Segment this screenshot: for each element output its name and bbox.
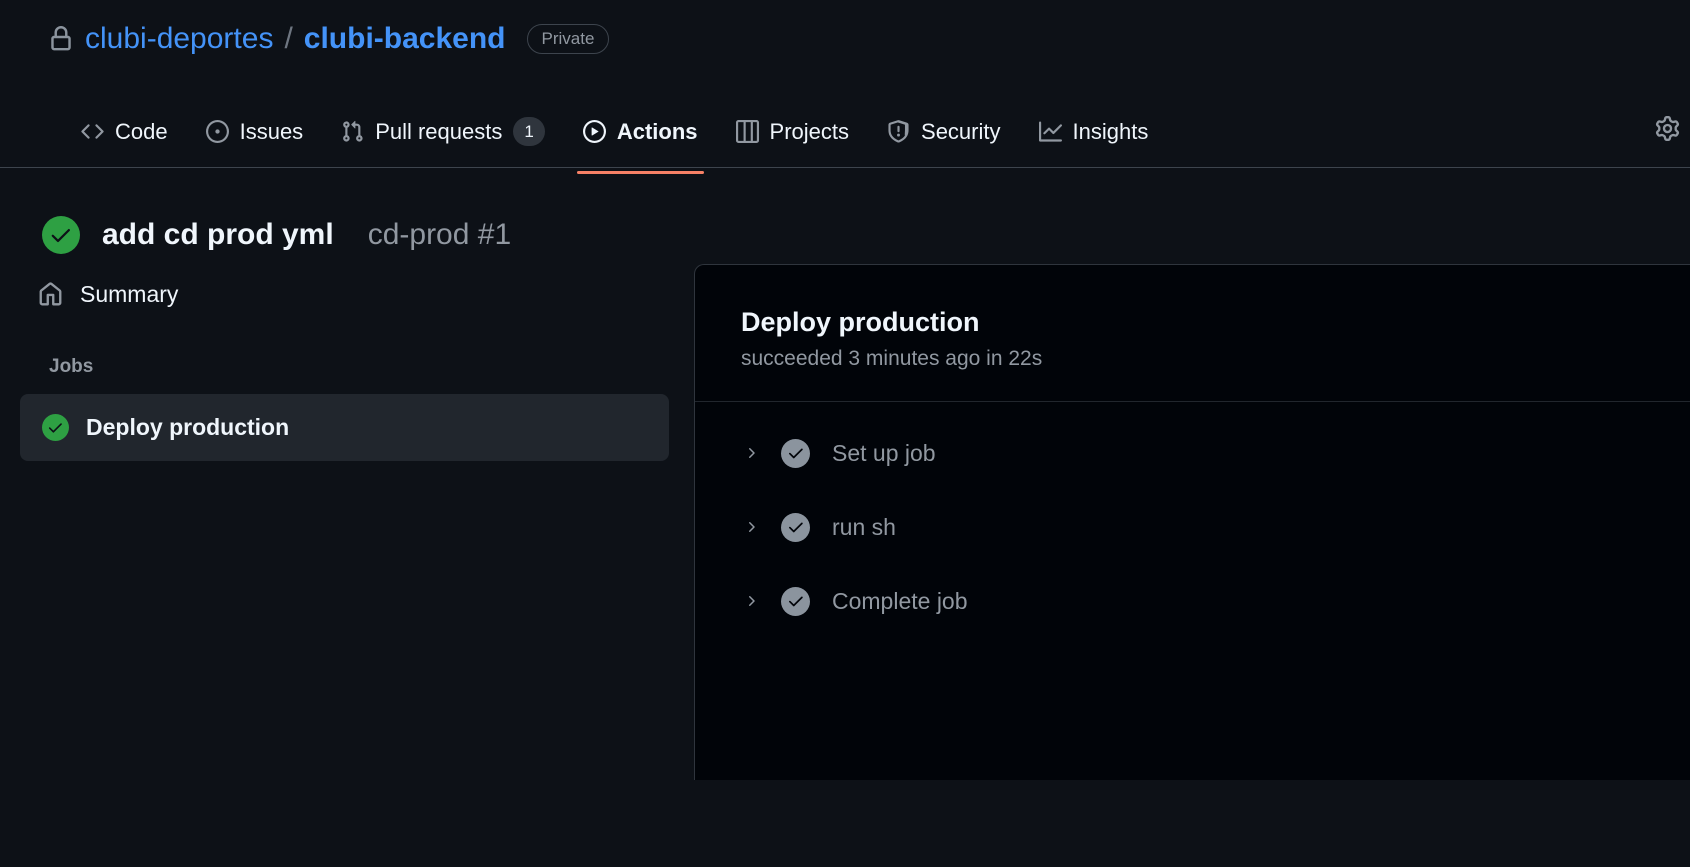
job-label: Deploy production [86,414,290,440]
chevron-right-icon [743,518,759,536]
step-label: Complete job [832,587,968,614]
check-circle-fill-icon [42,216,80,254]
step-row[interactable]: Complete job [695,564,1690,638]
repo-header: clubi-deportes / clubi-backend Private [0,0,1690,90]
job-status-text: succeeded 3 minutes ago in 22s [741,347,1043,371]
check-circle-fill-icon [42,414,69,441]
run-header: add cd prod yml cd-prod #1 [0,168,1690,264]
jobs-heading: Jobs [49,356,94,377]
tab-code-label: Code [115,118,168,144]
check-circle-fill-icon [781,438,810,468]
step-row[interactable]: run sh [695,490,1690,564]
check-circle-fill-icon [781,512,810,542]
tab-code[interactable]: Code [62,103,187,161]
job-detail-panel: Deploy production succeeded 3 minutes ag… [694,264,1690,780]
code-icon [81,120,104,143]
tab-issues[interactable]: Issues [187,103,323,161]
step-label: run sh [832,513,896,540]
shield-icon [887,120,910,143]
job-title: Deploy production [741,307,980,337]
tab-actions[interactable]: Actions [564,103,717,174]
git-pull-request-icon [341,120,364,143]
tab-projects-label: Projects [769,118,850,144]
sidebar-item-summary[interactable]: Summary [20,266,694,322]
home-icon [38,281,63,307]
tab-issues-label: Issues [239,118,304,144]
run-layout: Summary Jobs Deploy production Deploy pr… [0,264,1690,780]
graph-icon [1038,120,1062,143]
visibility-badge: Private [526,24,610,54]
tab-actions-label: Actions [616,118,698,144]
step-row[interactable]: Set up job [695,416,1690,490]
tab-projects[interactable]: Projects [717,103,868,161]
panel-divider [695,401,1690,403]
tab-insights[interactable]: Insights [1020,103,1168,161]
page-title: add cd prod yml [102,218,334,251]
job-detail-header: Deploy production succeeded 3 minutes ag… [695,265,1690,401]
job-steps-list: Set up job run sh [695,402,1690,638]
step-label: Set up job [832,439,936,466]
pull-requests-counter: 1 [513,117,545,146]
breadcrumb: clubi-deportes / clubi-backend Private [48,24,1690,54]
tab-insights-label: Insights [1072,118,1149,144]
run-sidebar: Summary Jobs Deploy production [20,264,694,780]
repo-owner-link[interactable]: clubi-deportes [85,22,274,55]
gear-icon [1655,116,1680,146]
chevron-right-icon [743,592,759,610]
lock-icon [48,26,74,52]
tab-security[interactable]: Security [868,103,1019,161]
repo-name-link[interactable]: clubi-backend [303,22,506,55]
breadcrumb-separator: / [284,22,293,55]
sidebar-item-summary-label: Summary [80,280,179,307]
tab-pull-requests[interactable]: Pull requests 1 [322,103,564,161]
check-circle-fill-icon [781,586,810,616]
tab-security-label: Security [921,118,1001,144]
play-icon [582,120,606,143]
table-icon [735,120,759,143]
run-workflow-number: cd-prod #1 [367,218,512,251]
repo-nav-list: Code Issues Pull requests 1 [62,90,1168,174]
tab-pull-requests-label: Pull requests [375,118,503,144]
chevron-right-icon [743,444,759,462]
issue-opened-icon [205,120,229,143]
repo-nav: Code Issues Pull requests 1 [0,90,1690,174]
tab-settings[interactable] [1655,116,1680,146]
sidebar-item-deploy-production[interactable]: Deploy production [20,394,669,461]
